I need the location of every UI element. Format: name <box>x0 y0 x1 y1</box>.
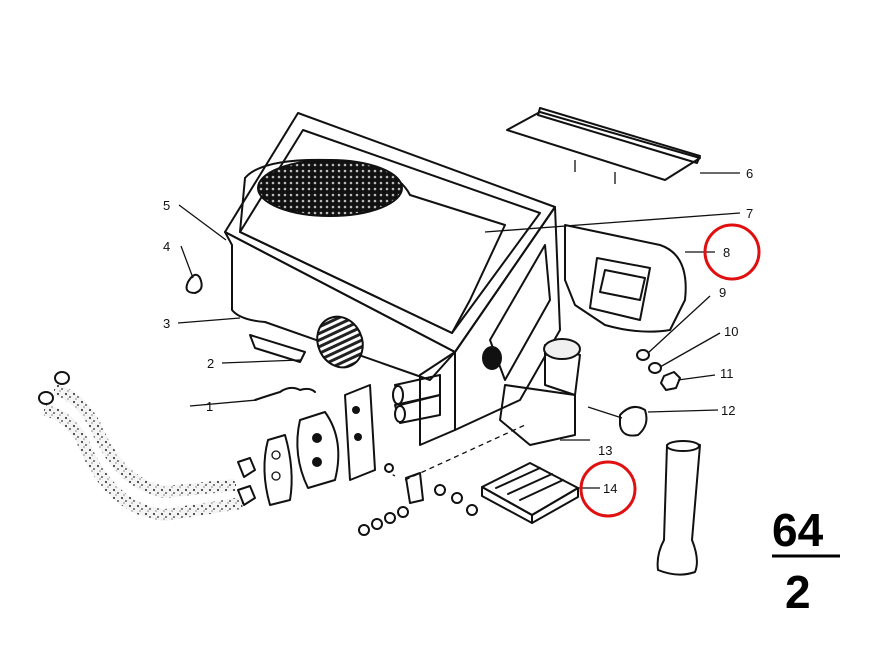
group-number: 64 2 <box>772 504 840 618</box>
filter-tray <box>481 462 579 524</box>
rubber-sleeve <box>656 441 701 576</box>
fasteners <box>358 424 526 536</box>
highlight-circle-14 <box>579 460 637 518</box>
side-grille <box>316 315 364 369</box>
heater-hoses <box>38 371 243 522</box>
callout-12: 12 <box>721 403 735 418</box>
callout-10: 10 <box>724 324 738 339</box>
callout-6: 6 <box>746 166 753 181</box>
callout-1: 1 <box>206 399 213 414</box>
callout-5: 5 <box>163 198 170 213</box>
group-sub-number: 2 <box>785 566 811 618</box>
foam-duct <box>564 224 687 333</box>
callout-4: 4 <box>163 239 170 254</box>
heater-housing <box>224 112 581 446</box>
callout-13: 13 <box>598 443 612 458</box>
callout-11: 11 <box>720 366 734 381</box>
callout-labels: 1 2 3 4 5 6 7 8 9 10 11 12 13 14 <box>163 166 753 496</box>
group-main-number: 64 <box>772 504 824 556</box>
hardware-9-10-11 <box>636 349 681 391</box>
callout-3: 3 <box>163 316 170 331</box>
blower-intake-mesh <box>257 159 403 217</box>
callout-7: 7 <box>746 206 753 221</box>
bracket-1 <box>254 386 316 401</box>
callout-14: 14 <box>603 481 617 496</box>
highlight-circle-8 <box>703 223 761 281</box>
callout-2: 2 <box>207 356 214 371</box>
callout-8: 8 <box>723 245 730 260</box>
flange-pieces <box>237 384 376 506</box>
cover-plate <box>506 107 701 184</box>
leader-lines <box>177 172 741 489</box>
clip-4 <box>185 273 203 294</box>
callout-9: 9 <box>719 285 726 300</box>
rubber-cap <box>619 405 648 437</box>
